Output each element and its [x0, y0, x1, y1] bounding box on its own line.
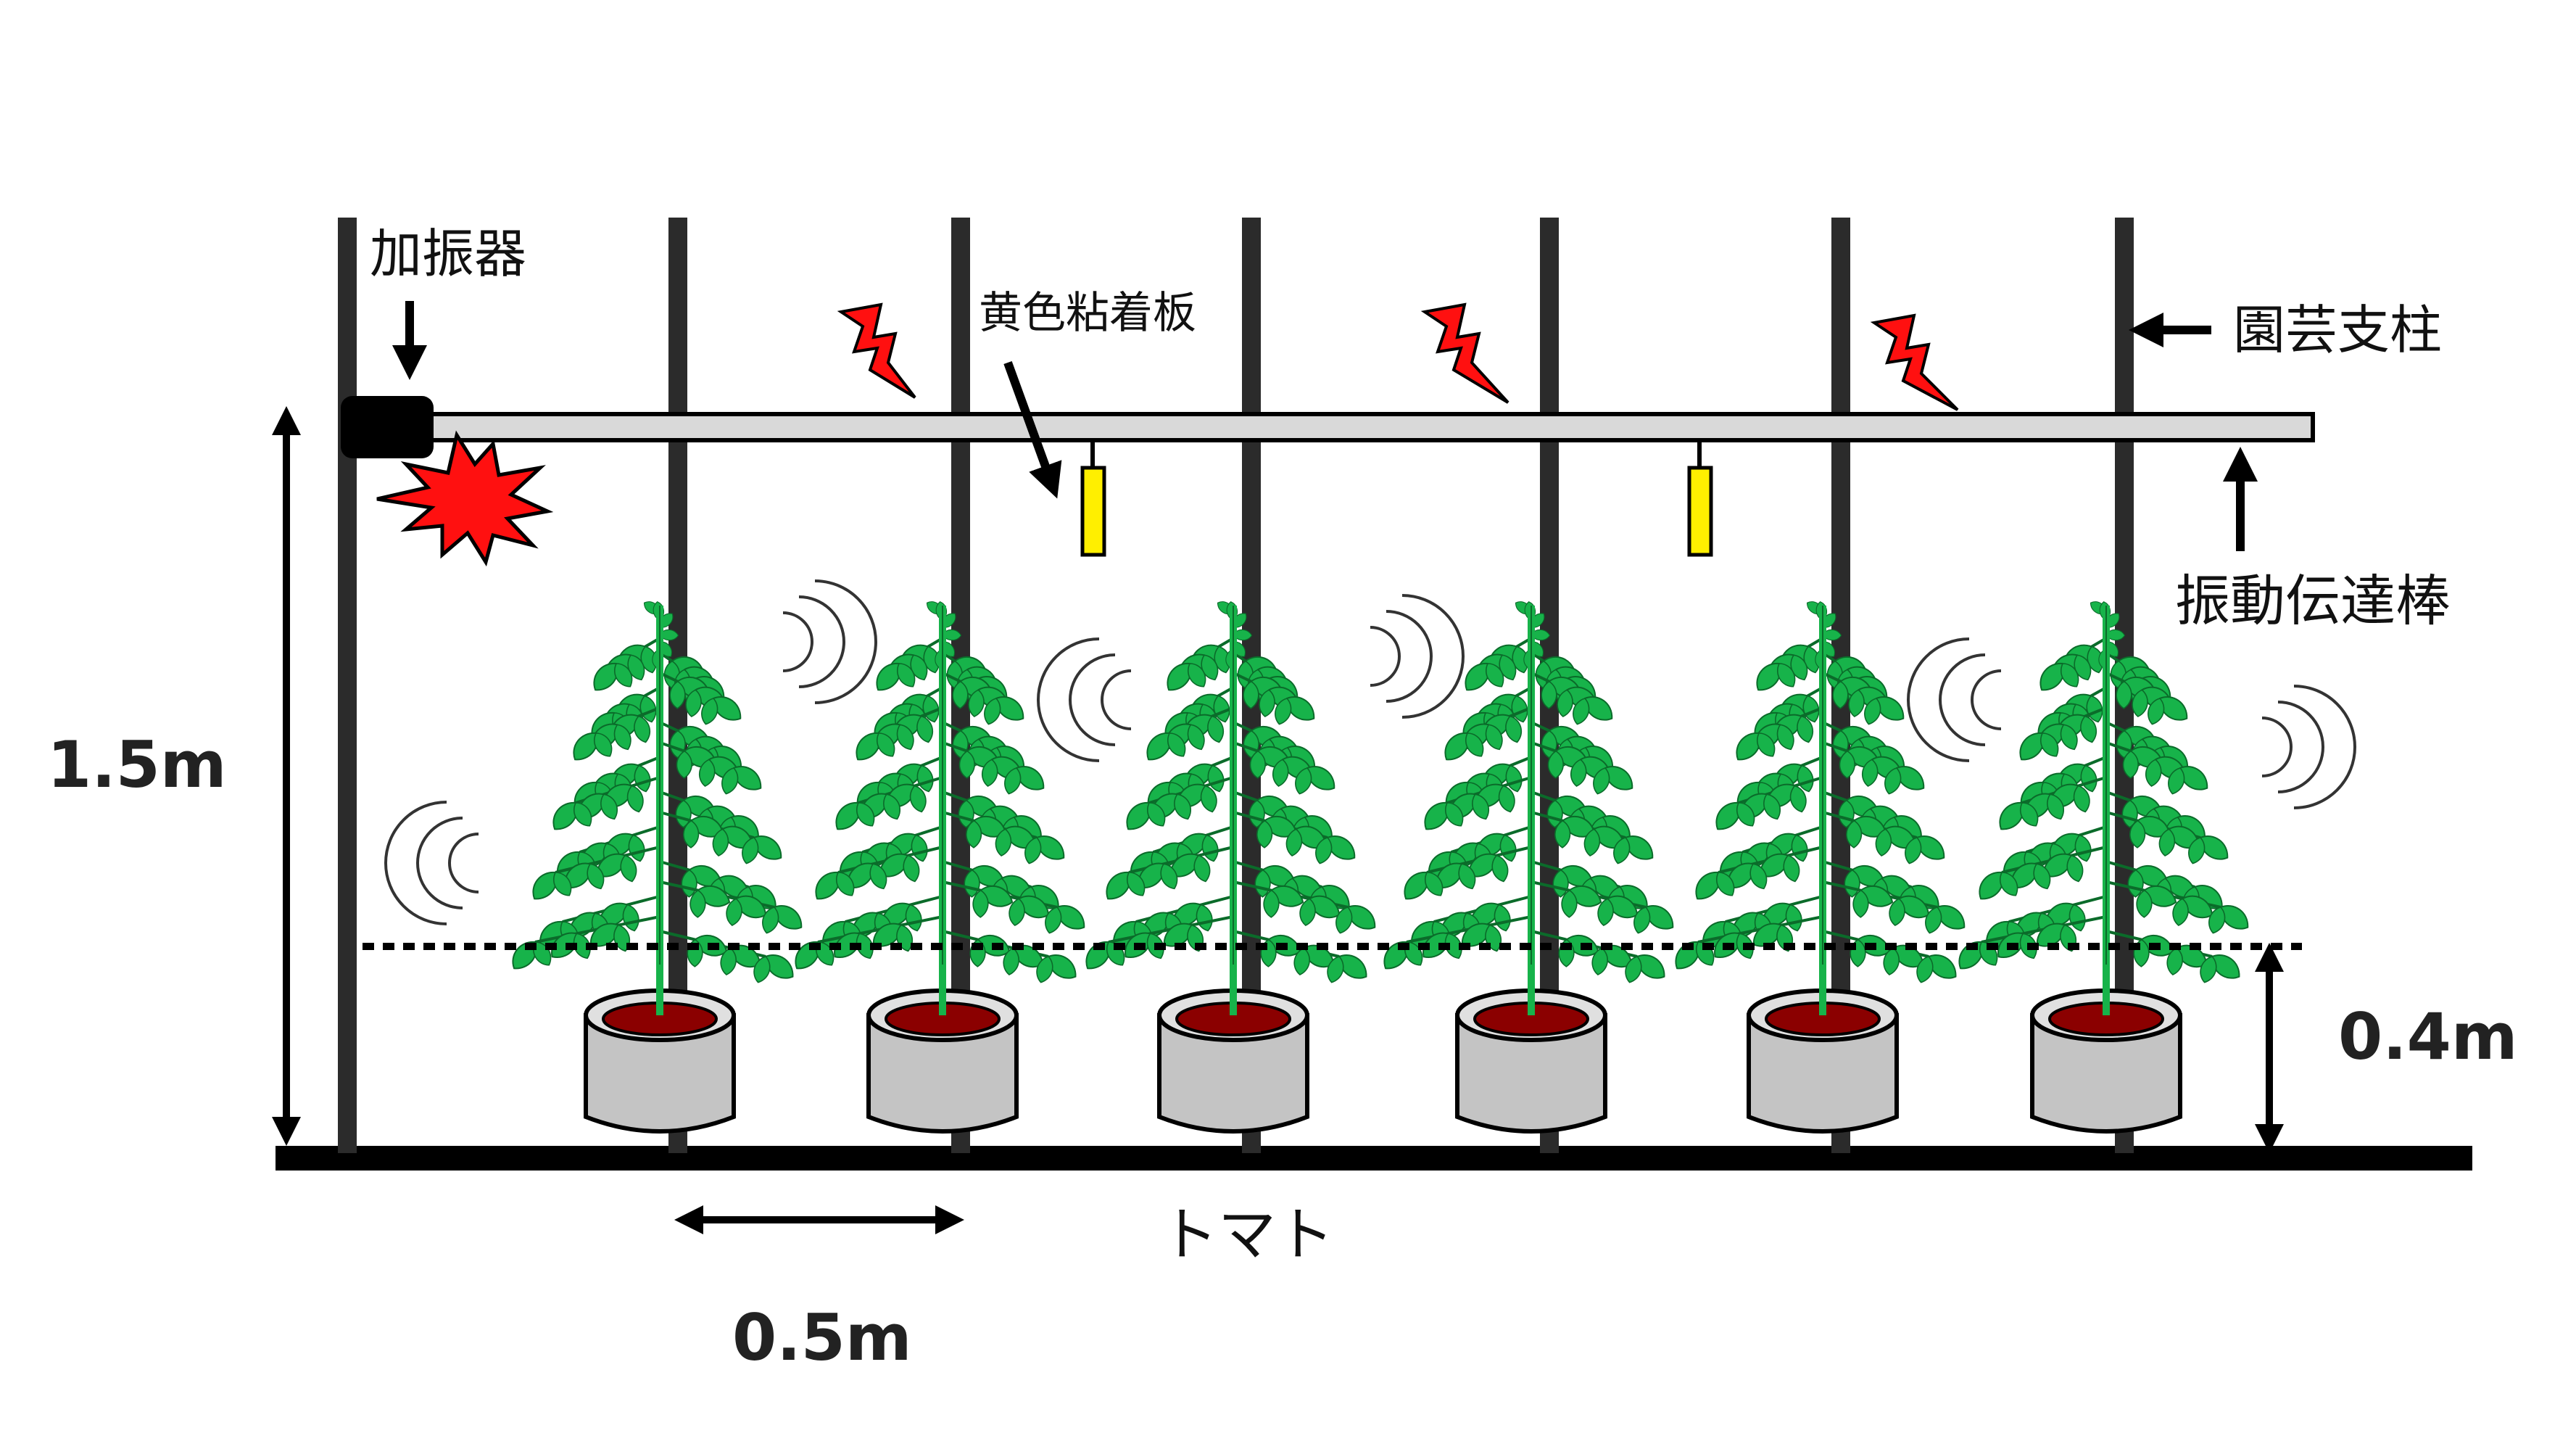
trap-pointer-arrow — [1003, 360, 1062, 499]
height-pot-label: 0.4m — [2338, 999, 2518, 1074]
sound-wave-icon — [1939, 653, 1986, 746]
tomato-plant — [787, 597, 1090, 1030]
height-total-label: 1.5m — [47, 727, 227, 802]
tomato-plant — [505, 597, 808, 1030]
vibration-rod-label: 振動伝達棒 — [2175, 569, 2451, 633]
sound-wave-icon — [416, 817, 463, 909]
tomato-plant — [1668, 597, 1971, 1030]
sound-wave-icon — [1907, 637, 1970, 762]
sound-wave-icon — [798, 595, 845, 688]
lightning-icon — [1420, 302, 1509, 404]
vibration-lightning-icons — [837, 302, 1959, 411]
burst-icon — [376, 430, 554, 567]
vibration-waves — [384, 579, 2356, 925]
sound-wave-icon — [2261, 717, 2293, 777]
lightning-icon — [837, 302, 916, 399]
sticky-trap — [1080, 466, 1106, 557]
sound-wave-icon — [1971, 669, 2002, 730]
sound-wave-icon — [1069, 653, 1116, 746]
garden-post — [338, 218, 357, 1153]
tomato-plant — [1951, 597, 2254, 1030]
sound-wave-icon — [384, 801, 447, 925]
lightning-icon — [1870, 313, 1959, 411]
sound-wave-icon — [1101, 669, 1132, 730]
shaker-label: 加振器 — [370, 223, 526, 284]
sticky-traps — [1080, 440, 1713, 557]
tomato-plants — [505, 597, 2254, 1134]
tomato-plant — [1078, 597, 1381, 1030]
shaker-device — [341, 396, 434, 458]
sticky-trap-label: 黄色粘着板 — [979, 288, 1196, 339]
tomato-label: トマト — [1160, 1201, 1334, 1268]
plant-pot — [584, 965, 736, 1134]
plant-pot — [1747, 965, 1899, 1134]
garden-post-label: 園芸支柱 — [2233, 300, 2442, 360]
plant-pot — [1157, 965, 1309, 1134]
plant-pot — [2030, 965, 2182, 1134]
spacing-label: 0.5m — [732, 1300, 912, 1375]
sound-wave-icon — [1386, 610, 1433, 703]
sticky-trap — [1687, 466, 1713, 557]
sound-wave-icon — [814, 579, 877, 704]
plant-pot — [1455, 965, 1607, 1134]
sound-wave-icon — [2293, 685, 2356, 809]
sound-wave-icon — [2277, 701, 2324, 793]
plant-pot — [866, 965, 1019, 1134]
sound-wave-icon — [1370, 626, 1401, 687]
ground-line — [276, 1146, 2472, 1171]
sound-wave-icon — [1401, 594, 1465, 719]
sound-wave-icon — [448, 833, 479, 893]
sound-wave-icon — [1037, 637, 1100, 762]
sound-wave-icon — [782, 611, 813, 672]
vibration-rod — [404, 412, 2315, 442]
